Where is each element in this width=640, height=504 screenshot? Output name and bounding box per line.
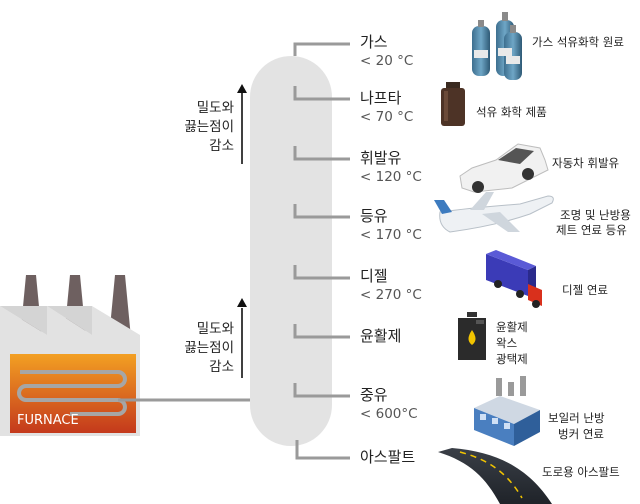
density-note-lower-line1: 밀도와 [197, 321, 234, 337]
car-icon [459, 143, 549, 193]
product-label-lubricant-2: 왁스 [496, 336, 517, 350]
density-note-upper: 밀도와 끓는점이 감소 [184, 100, 234, 154]
fraction-temp-kerosene: < 170 °C [360, 227, 422, 243]
product-label-heavy-oil-2: 벙커 연료 [558, 427, 604, 441]
fraction-temp-diesel: < 270 °C [360, 287, 422, 303]
product-label-lubricant-3: 광택제 [496, 352, 528, 366]
gas-cylinders-icon [472, 12, 522, 80]
decrease-arrow-lower [237, 298, 247, 378]
factory-icon [474, 376, 540, 446]
product-label-kerosene-1: 조명 및 난방용 [560, 208, 631, 222]
density-note-upper-line2: 끓는점이 [184, 119, 234, 135]
product-label-gasoline: 자동차 휘발유 [552, 156, 619, 170]
bottle-icon [441, 82, 465, 126]
fraction-temp-heavy-oil: < 600°C [360, 406, 418, 422]
distillation-column [250, 56, 332, 446]
fraction-name-naphtha: 나프타 [360, 89, 402, 107]
density-note-upper-line1: 밀도와 [197, 100, 234, 116]
fraction-temp-gasoline: < 120 °C [360, 169, 422, 185]
furnace-label: FURNACE [17, 413, 79, 428]
fraction-name-diesel: 디젤 [360, 267, 388, 285]
product-label-kerosene-2: 제트 연료 등유 [556, 223, 627, 237]
road-icon [438, 448, 552, 504]
truck-icon [486, 250, 542, 308]
product-label-gas: 가스 석유화학 원료 [532, 35, 624, 49]
density-note-lower-line2: 끓는점이 [184, 340, 234, 356]
fraction-name-gasoline: 휘발유 [360, 149, 402, 167]
fraction-temp-naphtha: < 70 °C [360, 109, 413, 125]
fraction-name-asphalt: 아스팔트 [360, 448, 415, 466]
fraction-name-heavy-oil: 중유 [360, 386, 388, 404]
density-note-upper-line3: 감소 [209, 138, 234, 154]
decrease-arrow-upper [237, 84, 247, 164]
density-note-lower: 밀도와 끓는점이 감소 [184, 321, 234, 375]
draw-off-pipes [293, 42, 350, 460]
oil-can-icon [458, 312, 486, 360]
fraction-name-lubricant: 윤활제 [360, 327, 401, 345]
product-label-diesel: 디젤 연료 [562, 283, 608, 297]
product-label-naphtha: 석유 화학 제품 [476, 105, 547, 119]
airplane-icon [434, 192, 554, 233]
product-label-lubricant-1: 윤활제 [496, 320, 528, 334]
fraction-name-gas: 가스 [360, 33, 388, 51]
fraction-name-kerosene: 등유 [360, 207, 388, 225]
density-note-lower-line3: 감소 [209, 359, 234, 375]
product-label-asphalt: 도로용 아스팔트 [542, 465, 620, 479]
product-label-heavy-oil-1: 보일러 난방 [548, 411, 605, 425]
fraction-temp-gas: < 20 °C [360, 53, 413, 69]
furnace: FURNACE [10, 354, 136, 433]
